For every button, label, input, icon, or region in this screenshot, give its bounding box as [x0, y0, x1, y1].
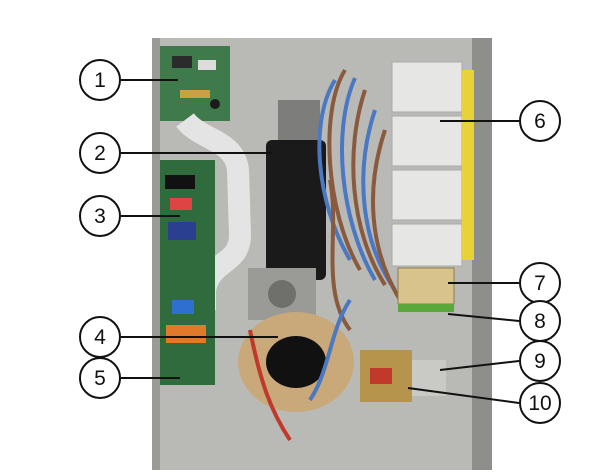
small-transformer — [360, 350, 446, 402]
callout-9: 9 — [519, 340, 561, 382]
callout-4-label: 4 — [94, 326, 106, 349]
wiring — [248, 68, 402, 442]
callout-3-label: 3 — [94, 205, 106, 228]
callout-8: 8 — [519, 300, 561, 342]
fan-motor — [248, 100, 326, 320]
contactor-stack — [391, 61, 474, 267]
callout-2-label: 2 — [94, 142, 106, 165]
callout-10: 10 — [519, 382, 561, 424]
callout-5: 5 — [79, 357, 121, 399]
callout-leaders — [121, 79, 520, 404]
callout-5-label: 5 — [94, 367, 106, 390]
enclosure-left-wall — [152, 38, 160, 470]
callout-2: 2 — [79, 132, 121, 174]
control-pcb — [160, 46, 230, 121]
callout-6-label: 6 — [534, 110, 546, 133]
power-board — [160, 160, 215, 385]
callout-1-label: 1 — [94, 69, 106, 92]
enclosure-right-wall — [472, 38, 492, 470]
terminal-block — [397, 267, 455, 312]
callout-1: 1 — [79, 59, 121, 101]
callout-4: 4 — [79, 316, 121, 358]
callout-10-label: 10 — [528, 392, 551, 415]
callout-7: 7 — [519, 262, 561, 304]
callout-7-label: 7 — [534, 272, 546, 295]
callout-9-label: 9 — [534, 350, 546, 373]
callout-8-label: 8 — [534, 310, 546, 333]
callout-6: 6 — [519, 100, 561, 142]
callout-3: 3 — [79, 195, 121, 237]
